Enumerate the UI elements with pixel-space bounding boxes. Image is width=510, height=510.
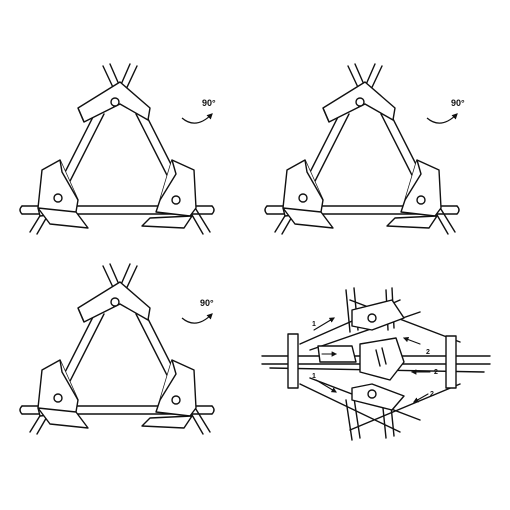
triangle-frame-2 (265, 64, 459, 234)
push-arrow-icon (413, 393, 429, 403)
triangle-frame-1 (20, 64, 214, 234)
rotation-label-2: 90° (451, 98, 465, 108)
push-arrow-icon (315, 379, 337, 393)
rotation-label-1: 90° (202, 98, 216, 108)
triangle-frame-3 (20, 264, 214, 434)
step-label-2b: 2 (434, 369, 438, 376)
step-label-1a: 1 (312, 321, 316, 328)
step-label-2a: 2 (426, 349, 430, 356)
step-label-2c: 2 (430, 391, 434, 398)
rotation-label-3: 90° (200, 298, 214, 308)
push-arrow-icon (313, 317, 335, 331)
panel-4-assembly (261, 287, 491, 441)
panel-1: 90° (20, 64, 216, 234)
push-arrow-icon (402, 336, 421, 345)
panel-3: 90° (20, 264, 214, 434)
panel-2: 90° (265, 64, 465, 234)
step-label-1b: 1 (312, 373, 316, 380)
